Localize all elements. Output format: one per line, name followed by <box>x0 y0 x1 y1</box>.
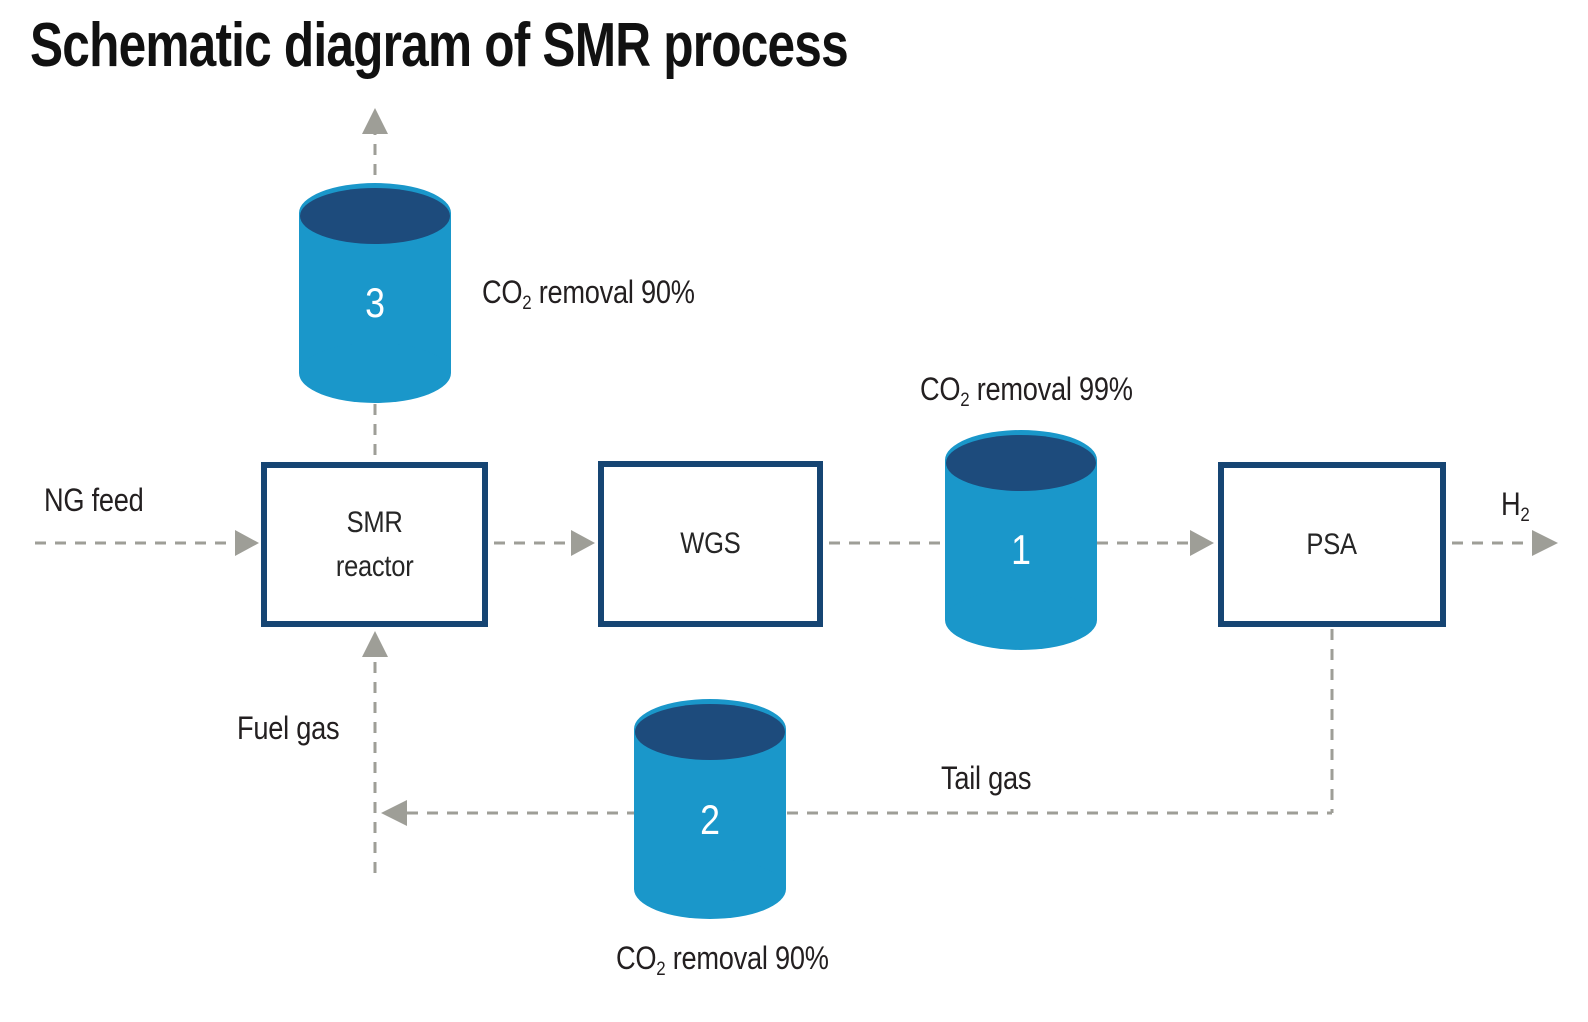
co2-removal-90-bottom-label: CO2 removal 90% <box>616 940 829 980</box>
fuel-gas-label: Fuel gas <box>237 710 340 746</box>
ng-feed-arrowhead <box>235 530 259 556</box>
co2-removal-99-label: CO2 removal 99% <box>920 371 1133 411</box>
co2-removal-90-top-label: CO2 removal 90% <box>482 274 695 314</box>
h2-out-arrowhead <box>1532 530 1558 556</box>
cylinder-2-number: 2 <box>700 796 720 843</box>
smr-label-line2: reactor <box>335 549 414 583</box>
tail-gas-label: Tail gas <box>941 760 1032 796</box>
ng-feed-label: NG feed <box>44 482 144 518</box>
fuel-gas-arrowhead <box>362 631 388 657</box>
co2-text: CO <box>482 274 523 310</box>
psa-label: PSA <box>1306 527 1358 561</box>
cylinder-2-top-face <box>635 704 785 760</box>
smr-to-wgs-arrowhead <box>571 530 595 556</box>
cylinder-3-top-face <box>300 188 450 244</box>
page-title: Schematic diagram of SMR process <box>30 11 849 80</box>
wgs-label: WGS <box>680 527 741 561</box>
capture-cylinder-3 <box>299 183 451 403</box>
cylinder-1-top-face <box>946 435 1096 491</box>
co2-subscript: 2 <box>522 291 532 314</box>
h2-label: H2 <box>1501 486 1530 526</box>
co2-text: CO <box>616 940 657 976</box>
co2-text: CO <box>920 371 961 407</box>
co2-subscript: 2 <box>656 957 666 980</box>
capture-cylinder-1 <box>945 430 1097 650</box>
co2-vent-arrowhead <box>362 108 388 134</box>
smr-reactor-label: SMR reactor <box>336 501 414 588</box>
capture1-to-psa-arrowhead <box>1190 530 1214 556</box>
cylinder-1-number: 1 <box>1011 526 1031 573</box>
h2-subscript: 2 <box>1520 503 1530 526</box>
smr-reactor-box: SMR reactor <box>261 462 488 627</box>
smr-label-line1: SMR <box>346 506 403 539</box>
wgs-box: WGS <box>598 461 823 627</box>
cylinder-3-number: 3 <box>365 279 385 326</box>
capture-cylinder-2 <box>634 699 786 919</box>
tail-gas-arrowhead <box>381 800 407 826</box>
removal-90-text: removal 90% <box>665 940 829 976</box>
psa-box: PSA <box>1218 462 1446 627</box>
removal-99-text: removal 99% <box>969 371 1133 407</box>
removal-90-text: removal 90% <box>531 274 695 310</box>
h2-text: H <box>1501 486 1521 522</box>
co2-subscript: 2 <box>960 388 970 411</box>
